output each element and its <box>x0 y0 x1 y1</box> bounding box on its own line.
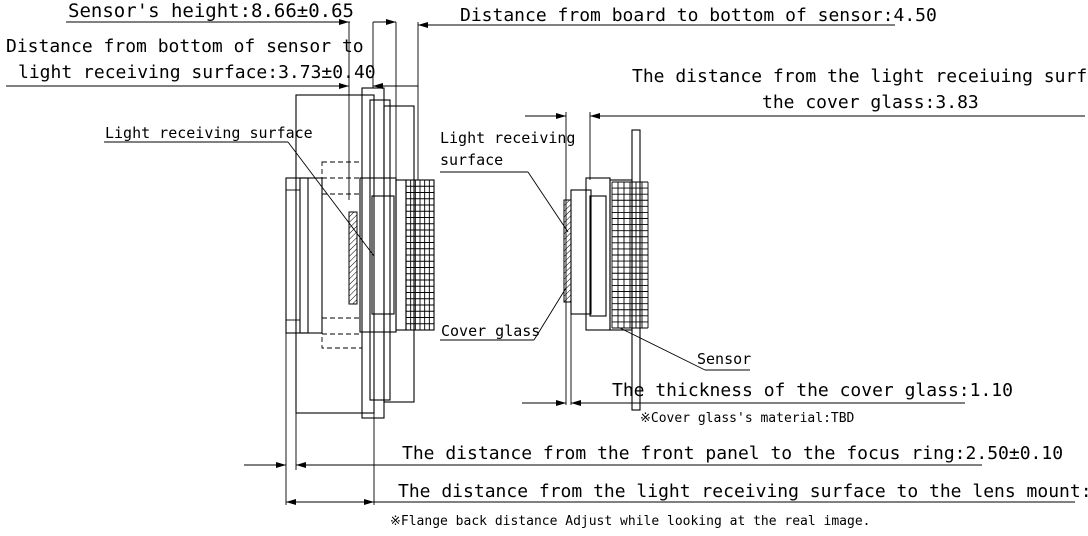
right-assembly <box>563 129 641 411</box>
leader-lines <box>104 141 750 371</box>
light-surface-right-label-1: Light receiving <box>440 129 575 147</box>
sensor-label: Sensor <box>697 350 751 368</box>
surface-to-lens-mount-label: The distance from the light receiving su… <box>398 481 1088 502</box>
glass-material-note: ※Cover glass's material:TBD <box>640 411 855 426</box>
cover-glass-label: Cover glass <box>441 322 540 340</box>
right-connector-pins <box>611 181 649 329</box>
board-to-sensor-label: Distance from board to bottom of sensor:… <box>460 5 937 26</box>
sensor-to-surface-label-1: Distance from bottom of sensor to <box>6 36 364 57</box>
sensor-to-surface-label-2: light receiving surface:3.73±0.40 <box>18 62 376 83</box>
surface-to-glass-label-2: the cover glass:3.83 <box>762 92 979 113</box>
light-surface-right-label-2: surface <box>440 151 503 169</box>
surface-to-glass-label-1: The distance from the light receiuing su… <box>632 66 1088 87</box>
bottom-dimension-lines <box>244 300 1075 505</box>
flange-note: ※Flange back distance Adjust while looki… <box>390 514 871 529</box>
left-connector-pins <box>405 179 435 331</box>
top-dimension-lines <box>6 19 1085 405</box>
glass-thickness-label: The thickness of the cover glass:1.10 <box>612 380 1013 401</box>
light-surface-left-label: Light receiving surface <box>105 124 313 142</box>
panel-to-focus-ring-label: The distance from the front panel to the… <box>402 443 1063 464</box>
sensor-height-label: Sensor's height:8.66±0.65 <box>68 0 354 22</box>
